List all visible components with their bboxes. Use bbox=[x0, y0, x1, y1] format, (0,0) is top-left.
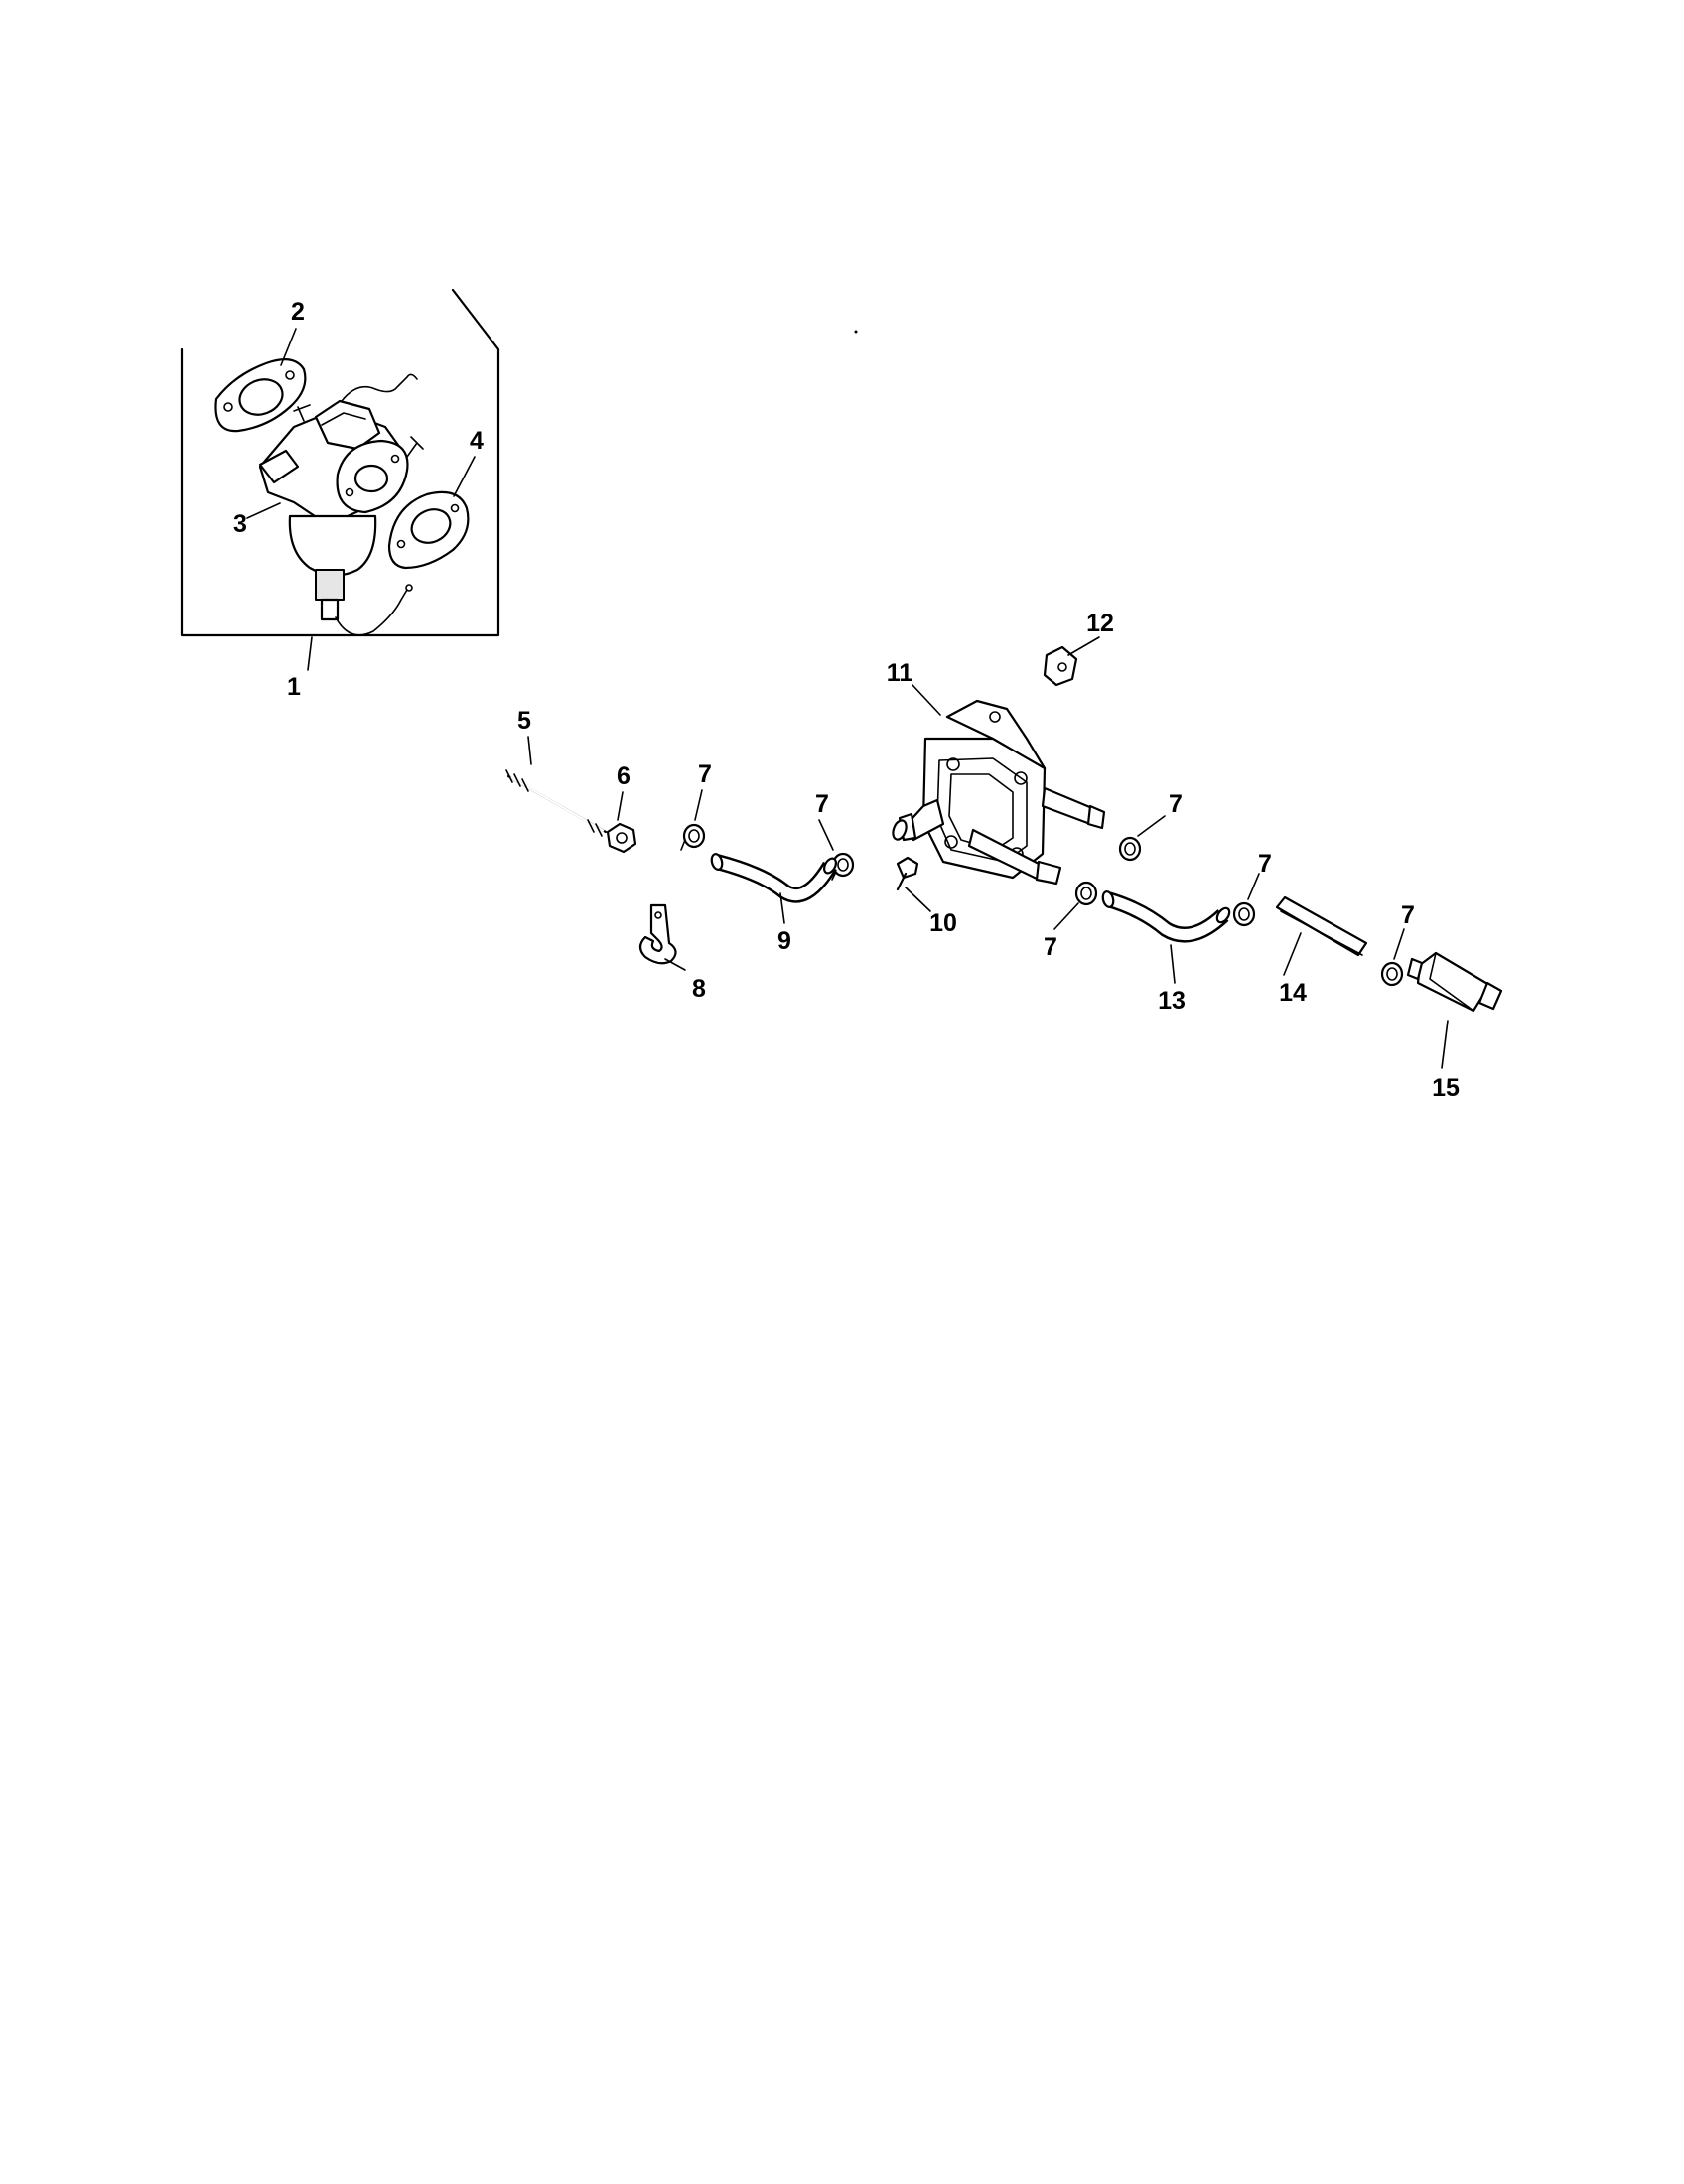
callout-7-e: 7 bbox=[1258, 850, 1272, 878]
callout-6: 6 bbox=[617, 762, 631, 790]
callout-9: 9 bbox=[777, 927, 791, 955]
intake-gasket bbox=[214, 358, 307, 433]
callout-10: 10 bbox=[929, 909, 957, 937]
callout-2: 2 bbox=[291, 298, 305, 326]
vacuum-fitting bbox=[1043, 645, 1078, 687]
callout-7-f: 7 bbox=[1401, 901, 1415, 929]
callout-13: 13 bbox=[1158, 987, 1186, 1015]
scan-speck bbox=[854, 330, 858, 334]
callout-11: 11 bbox=[887, 659, 913, 687]
callout-4: 4 bbox=[470, 427, 484, 455]
callout-1: 1 bbox=[287, 673, 301, 701]
callout-3: 3 bbox=[233, 510, 247, 538]
callout-7-d: 7 bbox=[1044, 933, 1057, 961]
carburetor-gasket bbox=[387, 490, 470, 570]
callout-labels: 1 2 3 4 5 6 7 7 7 7 7 7 8 9 10 11 12 13 … bbox=[233, 298, 1460, 1102]
callout-8: 8 bbox=[692, 975, 706, 1003]
hose-clamp-1 bbox=[680, 823, 706, 851]
callout-7-a: 7 bbox=[698, 760, 712, 788]
fuel-outlet-hose bbox=[1101, 890, 1231, 943]
straight-hose bbox=[1275, 895, 1368, 957]
hose-clamp-3 bbox=[1118, 836, 1142, 862]
carburetor bbox=[258, 373, 424, 636]
callout-12: 12 bbox=[1086, 610, 1114, 637]
hex-nut bbox=[606, 822, 637, 854]
hose-clamp-5 bbox=[1232, 901, 1256, 927]
hose-clip bbox=[638, 903, 677, 965]
callout-15: 15 bbox=[1432, 1074, 1460, 1102]
callout-7-b: 7 bbox=[815, 790, 829, 818]
leader-lines bbox=[246, 328, 1449, 1069]
stud-bolt bbox=[505, 769, 608, 837]
mounting-screw bbox=[896, 856, 919, 891]
hose-clamp-4 bbox=[1074, 881, 1098, 906]
fuel-pump bbox=[892, 699, 1106, 886]
callout-5: 5 bbox=[517, 707, 531, 735]
callout-14: 14 bbox=[1279, 979, 1307, 1007]
fuel-line-hose bbox=[710, 853, 837, 903]
fuel-filter bbox=[1406, 951, 1503, 1013]
carburetor-assembly-box bbox=[180, 288, 500, 637]
callout-7-c: 7 bbox=[1169, 790, 1183, 818]
hose-clamp-6 bbox=[1380, 961, 1404, 987]
